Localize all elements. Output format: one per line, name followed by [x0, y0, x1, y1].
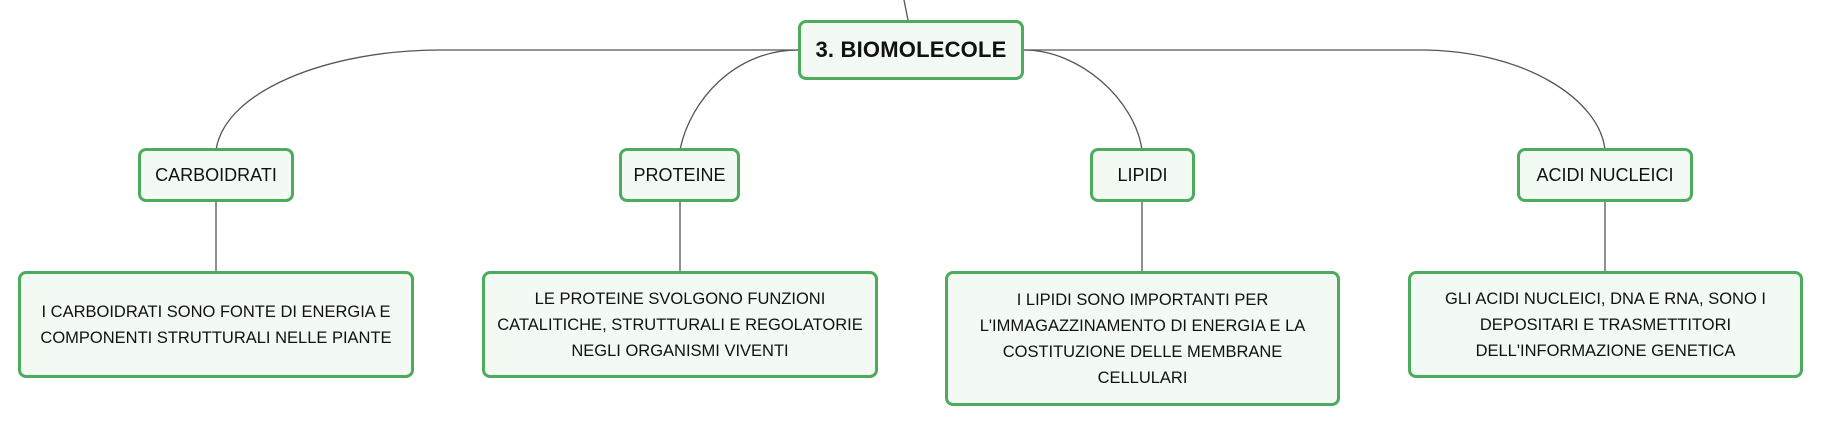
category-label: LIPIDI [1117, 164, 1168, 185]
description-text: I LIPIDI SONO IMPORTANTI PER L'IMMAGAZZI… [979, 290, 1306, 387]
category-node-acidi-nucleici[interactable]: ACIDI NUCLEICI [1517, 148, 1693, 202]
connector-root-proteine [679, 49, 799, 151]
description-text: GLI ACIDI NUCLEICI, DNA E RNA, SONO I DE… [1445, 289, 1766, 360]
category-label: CARBOIDRATI [155, 164, 277, 185]
category-label: ACIDI NUCLEICI [1536, 164, 1674, 185]
connector-root-lipidi [1023, 49, 1143, 151]
connector-root-carboidrati [215, 49, 798, 151]
root-label: 3. BIOMOLECOLE [815, 37, 1007, 62]
category-label: PROTEINE [633, 164, 726, 185]
category-node-proteine[interactable]: PROTEINE [619, 148, 740, 202]
description-node-acidi-nucleici[interactable]: GLI ACIDI NUCLEICI, DNA E RNA, SONO I DE… [1408, 271, 1803, 378]
category-node-lipidi[interactable]: LIPIDI [1090, 148, 1195, 202]
root-node[interactable]: 3. BIOMOLECOLE [798, 20, 1024, 80]
description-node-carboidrati[interactable]: I CARBOIDRATI SONO FONTE DI ENERGIA E CO… [18, 271, 414, 378]
description-node-lipidi[interactable]: I LIPIDI SONO IMPORTANTI PER L'IMMAGAZZI… [945, 271, 1340, 406]
description-text: LE PROTEINE SVOLGONO FUNZIONI CATALITICH… [497, 289, 863, 360]
connector-root-acidi-nucleici [1024, 49, 1606, 151]
description-text: I CARBOIDRATI SONO FONTE DI ENERGIA E CO… [40, 302, 392, 347]
parent-connector [903, 0, 909, 21]
description-node-proteine[interactable]: LE PROTEINE SVOLGONO FUNZIONI CATALITICH… [482, 271, 878, 378]
category-node-carboidrati[interactable]: CARBOIDRATI [138, 148, 294, 202]
